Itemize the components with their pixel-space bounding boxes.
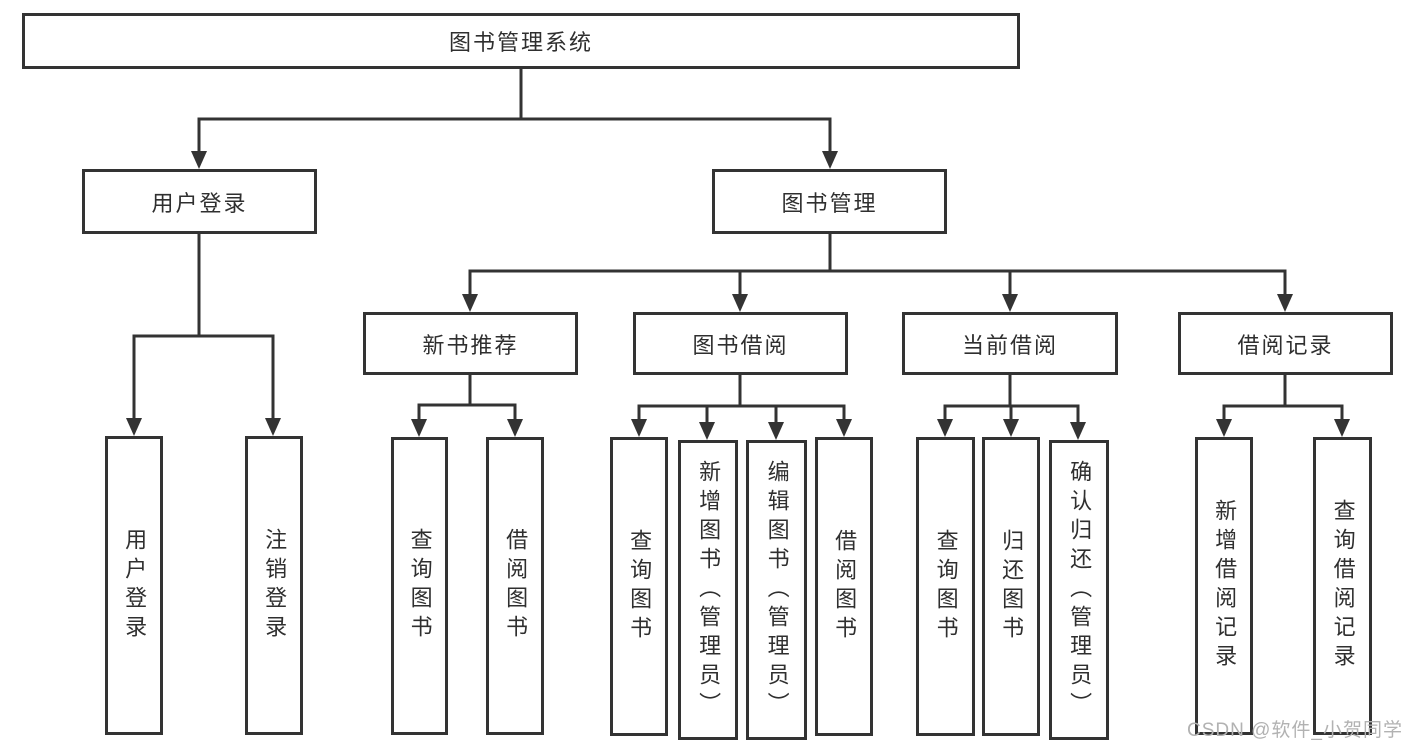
leaf-borrow-book: 借阅图书 xyxy=(815,437,873,736)
leaf-add-borrow-record: 新增借阅记录 xyxy=(1195,437,1253,735)
leaf-user-login-label: 用户登录 xyxy=(122,527,148,644)
csdn-watermark: CSDN @软件_小贺同学 xyxy=(1187,720,1403,741)
leaf-logout: 注销登录 xyxy=(245,436,303,735)
node-book-borrowing: 图书借阅 xyxy=(633,312,848,375)
leaf-query-book-recommend-label: 查询图书 xyxy=(407,528,433,644)
leaf-query-book-borrow-label: 查询图书 xyxy=(627,528,653,645)
leaf-query-book-recommend: 查询图书 xyxy=(391,437,448,735)
leaf-query-borrow-record: 查询借阅记录 xyxy=(1313,437,1372,735)
leaf-return-book: 归还图书 xyxy=(982,437,1040,736)
node-new-book-recommendation: 新书推荐 xyxy=(363,312,578,375)
node-borrowing-records-label: 借阅记录 xyxy=(1237,332,1334,358)
leaf-edit-book-admin-label: 编辑图书（管理员） xyxy=(764,459,790,721)
leaf-logout-label: 注销登录 xyxy=(262,527,288,644)
leaf-query-book-current-label: 查询图书 xyxy=(933,528,959,645)
node-book-management-label: 图书管理 xyxy=(781,190,878,216)
root-node-label: 图书管理系统 xyxy=(448,30,593,55)
node-new-book-recommendation-label: 新书推荐 xyxy=(422,332,519,358)
leaf-user-login: 用户登录 xyxy=(105,436,163,735)
leaf-return-book-label: 归还图书 xyxy=(999,528,1025,645)
leaf-confirm-return-admin-label: 确认归还（管理员） xyxy=(1067,459,1093,721)
leaf-edit-book-admin: 编辑图书（管理员） xyxy=(746,440,807,740)
leaf-query-book-borrow: 查询图书 xyxy=(610,437,668,736)
node-current-borrowing: 当前借阅 xyxy=(902,312,1118,375)
node-borrowing-records: 借阅记录 xyxy=(1178,312,1393,375)
leaf-confirm-return-admin: 确认归还（管理员） xyxy=(1049,440,1109,740)
node-user-login: 用户登录 xyxy=(82,169,317,234)
leaf-query-borrow-record-label: 查询借阅记录 xyxy=(1330,499,1356,673)
leaf-add-book-admin: 新增图书（管理员） xyxy=(678,440,738,740)
leaf-add-borrow-record-label: 新增借阅记录 xyxy=(1212,499,1238,673)
node-book-borrowing-label: 图书借阅 xyxy=(692,332,789,358)
leaf-borrow-book-recommend: 借阅图书 xyxy=(486,437,544,735)
leaf-query-book-current: 查询图书 xyxy=(916,437,975,736)
leaf-borrow-book-label: 借阅图书 xyxy=(832,528,858,645)
node-book-management: 图书管理 xyxy=(712,169,947,234)
root-node-book-management-system: 图书管理系统 xyxy=(22,13,1020,69)
leaf-borrow-book-recommend-label: 借阅图书 xyxy=(503,528,529,644)
node-current-borrowing-label: 当前借阅 xyxy=(961,332,1058,358)
node-user-login-label: 用户登录 xyxy=(151,190,248,216)
leaf-add-book-admin-label: 新增图书（管理员） xyxy=(696,459,722,721)
